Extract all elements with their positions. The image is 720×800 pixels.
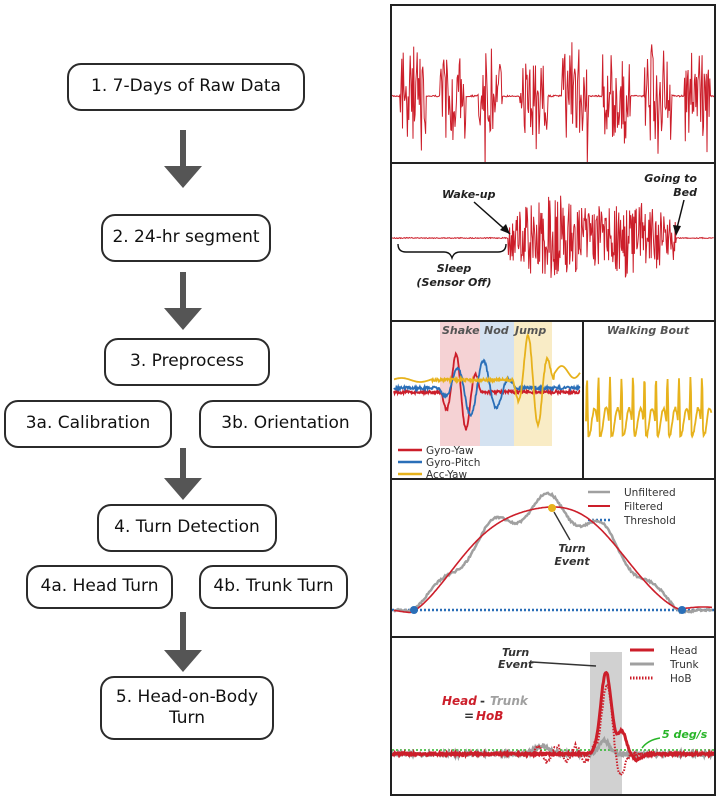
turn-window-highlight [590,652,622,794]
going-to-bed-label-line2: Bed [673,186,697,199]
legend-threshold: Threshold [623,515,676,527]
step-trunk-turn: 4b. Trunk Turn [199,565,348,609]
legend-filtered: Filtered [624,501,663,513]
hob-turn-event-label-line2: Event [498,658,534,671]
turn-end-marker [678,606,686,614]
turn-event-label-line1: Turn [558,542,585,555]
equation-trunk: Trunk [490,694,529,708]
equation-minus: - [480,694,485,708]
step-turn-detection-label: 4. Turn Detection [114,517,260,538]
turn-event-label-line2: Event [554,555,590,568]
legend-unfiltered: Unfiltered [624,487,676,499]
going-to-bed-arrowhead [673,225,681,236]
equation-head: Head [442,694,477,708]
gyro-yaw-trace [393,351,581,431]
nod-highlight [480,322,514,446]
step-orientation-label: 3b. Orientation [221,413,350,434]
wake-up-arrowhead [500,224,510,234]
step-hob-label-line2: Turn [168,708,206,728]
threshold-label: 5 deg/s [662,728,708,741]
legend-acc-yaw: Acc-Yaw [426,469,467,478]
step-trunk-turn-label: 4b. Trunk Turn [213,576,334,597]
legend-gyro-pitch: Gyro-Pitch [426,457,480,469]
legend-hob: HoB [670,673,692,685]
step-raw-data-label: 1. 7-Days of Raw Data [91,76,281,97]
head-on-body-plot: Turn Event Head Trunk HoB Head - Trunk =… [392,645,714,794]
sleep-label-line2: (Sensor Off) [416,276,491,289]
day-segment-plot: Wake-up Going to Bed Sleep (Sensor Off) [392,172,714,289]
raw-week-trace [392,42,714,162]
flow-arrow [164,130,202,188]
hob-turn-event-pointer [531,661,597,667]
legend-head: Head [670,645,697,657]
legend-trunk: Trunk [669,659,699,671]
hob-turn-event-label-line1: Turn [502,646,529,659]
signal-panels: Wake-up Going to Bed Sleep (Sensor Off) … [390,4,716,796]
step-hob-label-line1: 5. Head-on-Body [115,686,259,707]
turn-detection-plot: Unfiltered Filtered Threshold Turn Event [392,487,714,615]
panel-raw-week [390,4,716,164]
unfiltered-trace [393,491,713,615]
turn-peak-marker [548,504,556,512]
step-24hr-segment: 2. 24-hr segment [101,214,271,262]
step-head-turn: 4a. Head Turn [26,565,173,609]
step-head-on-body-turn: 5. Head-on-Body Turn [100,676,274,740]
jump-label: Jump [513,324,546,337]
flow-arrow [164,272,202,330]
flow-arrow [164,448,202,500]
equation-hob: HoB [476,709,503,723]
legend-gyro-yaw: Gyro-Yaw [426,445,474,457]
panel-turn-detection: Unfiltered Filtered Threshold Turn Event [390,478,716,638]
step-preprocess: 3. Preprocess [104,338,270,386]
day-segment-trace [392,195,714,278]
step-orientation: 3b. Orientation [199,400,372,448]
hob-trace [392,681,714,777]
nod-label: Nod [484,324,509,337]
step-calibration-label: 3a. Calibration [25,413,151,434]
raw-week-plot [392,42,714,162]
walking-bout-label: Walking Bout [607,324,690,337]
shake-label: Shake [442,324,480,337]
panel-head-on-body: Turn Event Head Trunk HoB Head - Trunk =… [390,636,716,796]
step-preprocess-label: 3. Preprocess [130,351,244,372]
panel-24hr: Wake-up Going to Bed Sleep (Sensor Off) [390,162,716,322]
pipeline-flowchart: 1. 7-Days of Raw Data 2. 24-hr segment 3… [4,63,372,740]
step-turn-detection: 4. Turn Detection [97,504,277,552]
threshold-pointer [641,737,661,749]
gyro-pitch-trace [393,358,581,418]
panel-activities: Shake Nod Jump Walking Bout Gyro-Yaw Gyr… [390,320,716,480]
step-raw-data: 1. 7-Days of Raw Data [67,63,305,111]
acc-yaw-trace [393,333,581,429]
activities-plot: Shake Nod Jump Walking Bout Gyro-Yaw Gyr… [393,322,713,478]
turn-start-marker [410,606,418,614]
going-to-bed-label-line1: Going to [644,172,697,185]
wake-up-label: Wake-up [442,188,496,201]
step-head-turn-label: 4a. Head Turn [40,576,159,597]
sleep-label-line1: Sleep [437,262,472,275]
head-trace [392,670,714,763]
step-calibration: 3a. Calibration [4,400,172,448]
walking-bout-trace [585,376,713,439]
step-24hr-segment-label: 2. 24-hr segment [112,227,260,248]
turn-event-pointer [553,511,571,541]
sleep-brace [397,243,507,261]
flow-arrow [164,612,202,672]
equation-equals: = [464,709,474,723]
